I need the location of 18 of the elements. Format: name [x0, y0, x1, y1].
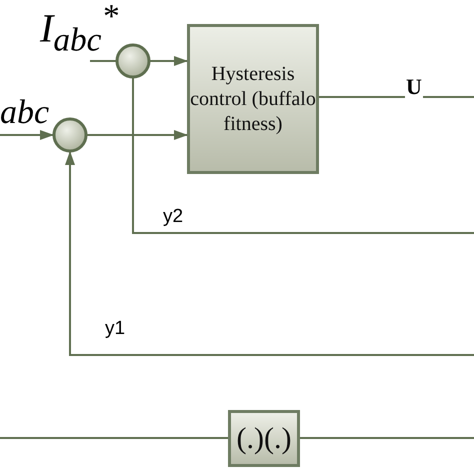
arrow: [87, 130, 188, 140]
block-label: Hysteresis control (buffalo fitness): [190, 62, 316, 136]
summing-junction: [52, 118, 88, 152]
summing-junction: [116, 44, 150, 78]
signal-line: [0, 437, 228, 439]
arrow: [150, 56, 188, 66]
signal-line: [0, 130, 54, 140]
signal-line: [132, 78, 474, 234]
signal-label: y1: [104, 318, 126, 340]
signal-line: [300, 437, 474, 439]
signal-line: [65, 151, 474, 356]
signal-label: y2: [162, 206, 184, 228]
signal-symbol: abc: [0, 96, 50, 130]
block-label: (.)(.): [236, 420, 292, 457]
block: [228, 410, 300, 467]
signal-line: [319, 96, 474, 98]
block: [187, 24, 319, 174]
signal-line: [90, 60, 116, 62]
